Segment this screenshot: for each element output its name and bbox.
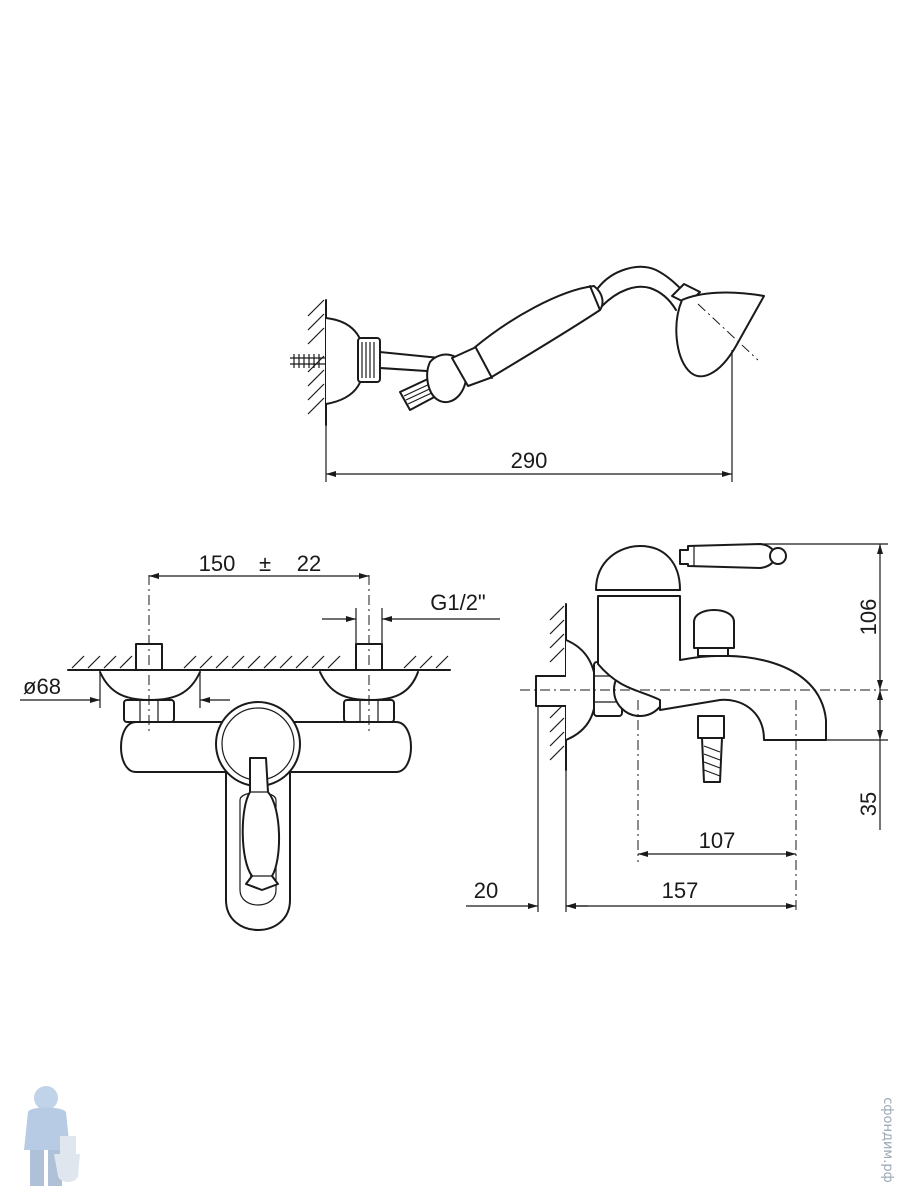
dim-inlet-spacing: 150 xyxy=(199,551,236,576)
shower-handle xyxy=(451,285,604,387)
dim-shower-length: 290 xyxy=(511,448,548,473)
cartridge-dome xyxy=(595,545,681,591)
dim-flange-diameter: ø68 xyxy=(23,674,61,699)
mixer-front-view: 150 ± 22 G1/2" ø68 xyxy=(20,551,500,931)
dim-tolerance-sign: ± xyxy=(259,551,271,576)
dim-wall-offset: 20 xyxy=(474,878,498,903)
diverter-knob xyxy=(693,609,735,649)
dim-spout-outlet: 107 xyxy=(699,828,736,853)
lever-handle xyxy=(241,757,280,891)
wall-hatching-top xyxy=(307,299,325,415)
diverter-base xyxy=(697,647,729,657)
mixer-side-view: 106 35 107 20 157 xyxy=(466,543,888,912)
site-watermark: сфондим.рф xyxy=(880,1097,895,1182)
flange-left xyxy=(99,671,201,701)
hose-outlet xyxy=(697,715,725,739)
side-inlet-pipe xyxy=(535,675,571,707)
wall-hatching-front xyxy=(71,655,449,669)
connector-ring xyxy=(357,337,381,383)
dim-height-above-axis: 106 xyxy=(856,599,881,636)
plumber-logo xyxy=(24,1086,80,1186)
dim-tolerance-value: 22 xyxy=(297,551,321,576)
hand-shower-view: 290 xyxy=(290,265,765,482)
dim-thread: G1/2" xyxy=(430,590,486,615)
dim-spout-reach: 157 xyxy=(662,878,699,903)
shower-head xyxy=(675,291,765,378)
side-body-spout xyxy=(597,595,827,741)
dim-height-below-axis: 35 xyxy=(856,792,881,816)
